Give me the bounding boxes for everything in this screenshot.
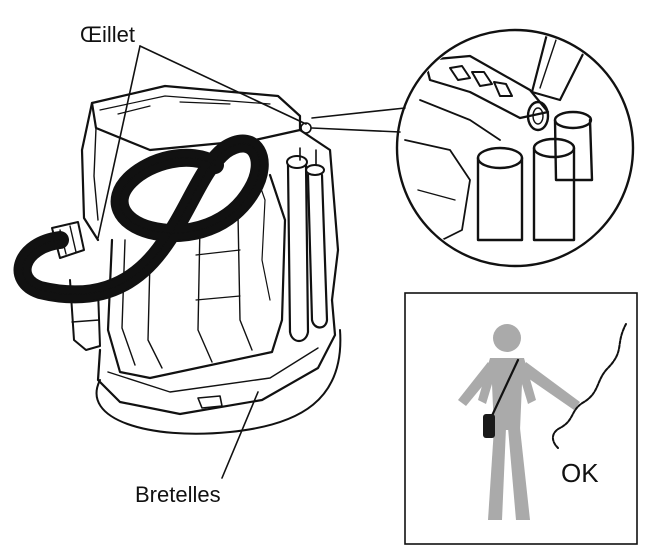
unit-tank-body — [106, 173, 287, 380]
unit-base-plate — [96, 298, 337, 416]
eyelet-leader-right — [139, 45, 307, 125]
person-figure — [458, 324, 580, 520]
strap-trail — [552, 323, 627, 449]
detail-connector-bottom — [311, 127, 401, 133]
straps-label: Bretelles — [135, 482, 221, 507]
extractor-unit — [69, 84, 340, 416]
detail-connector-top — [311, 107, 406, 119]
coiled-hose — [13, 134, 269, 304]
straps-leader — [221, 391, 259, 479]
eyelet-leader-left — [97, 45, 141, 239]
eyelet-detail-magnifier — [395, 28, 635, 268]
unit-right-tube-1 — [286, 163, 310, 343]
ok-label: OK — [561, 458, 599, 488]
unit-left-panel — [80, 101, 100, 242]
shoulder-strap-loop — [95, 329, 342, 435]
strap-buckle — [197, 395, 223, 409]
carry-strap — [488, 358, 520, 422]
ok-usage-inset: OK — [404, 292, 638, 545]
carried-bag — [483, 414, 495, 438]
unit-top-housing — [90, 84, 302, 152]
detail-circle — [395, 28, 635, 268]
unit-front-nozzle — [69, 279, 101, 351]
unit-right-tube-2 — [306, 173, 329, 329]
eyelet-label: Œillet — [80, 22, 135, 47]
